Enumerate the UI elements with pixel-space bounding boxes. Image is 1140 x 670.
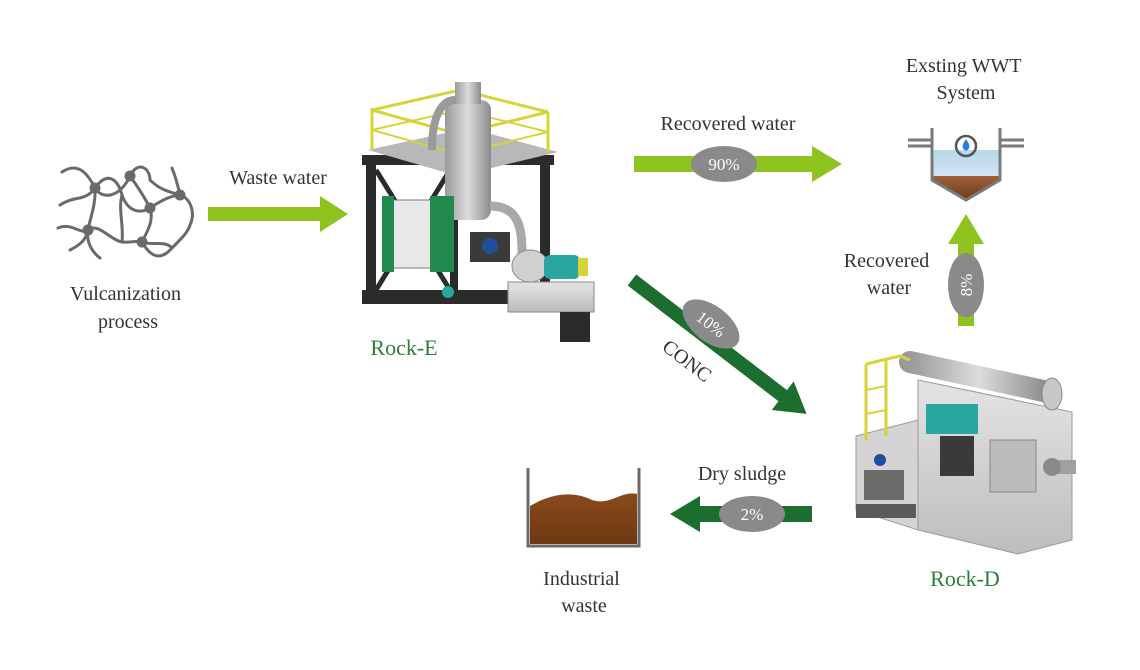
- rock-d-label: Rock-D: [930, 566, 1000, 591]
- badge-2-text: 2%: [741, 505, 764, 524]
- existing-wwt-line-1: Exsting WWT: [906, 55, 1022, 77]
- existing-wwt-line-2: System: [937, 82, 996, 104]
- badge-8-text: 8%: [957, 274, 976, 297]
- vulcanization-label: Vulcanization process: [70, 283, 186, 333]
- recovered-water-top-label: Recovered water: [661, 113, 796, 135]
- vulcanization-line-1: Vulcanization: [70, 283, 181, 305]
- industrial-waste-line-1: Industrial: [543, 568, 620, 590]
- industrial-waste-line-2: waste: [561, 595, 607, 617]
- badge-90: [691, 146, 757, 182]
- rock-e-machine-icon: [362, 82, 595, 342]
- industrial-waste-label: Industrial waste: [543, 568, 625, 617]
- vulcanization-line-2: process: [98, 311, 158, 333]
- waste-water-label: Waste water: [229, 167, 327, 189]
- dry-sludge-label: Dry sludge: [698, 463, 786, 485]
- recovered-water-side-label: Recovered water: [844, 250, 935, 299]
- recovered-water-side-line-1: Recovered: [844, 250, 930, 272]
- rock-d-machine-icon: [855, 351, 1076, 555]
- wwt-tank-icon: [908, 128, 1024, 202]
- badge-90-text: 90%: [708, 155, 739, 174]
- badge-10: [682, 299, 740, 349]
- waste-water-arrow: [208, 196, 348, 232]
- polymer-network-icon: [56, 165, 194, 260]
- existing-wwt-label: Exsting WWT System: [906, 55, 1026, 104]
- badge-2: [719, 496, 785, 532]
- rock-e-label: Rock-E: [370, 335, 437, 360]
- polymer-crosslink-nodes: [82, 170, 186, 248]
- sludge-bin-icon: [526, 468, 641, 548]
- recovered-water-side-line-2: water: [867, 277, 912, 299]
- badge-8: [948, 253, 984, 317]
